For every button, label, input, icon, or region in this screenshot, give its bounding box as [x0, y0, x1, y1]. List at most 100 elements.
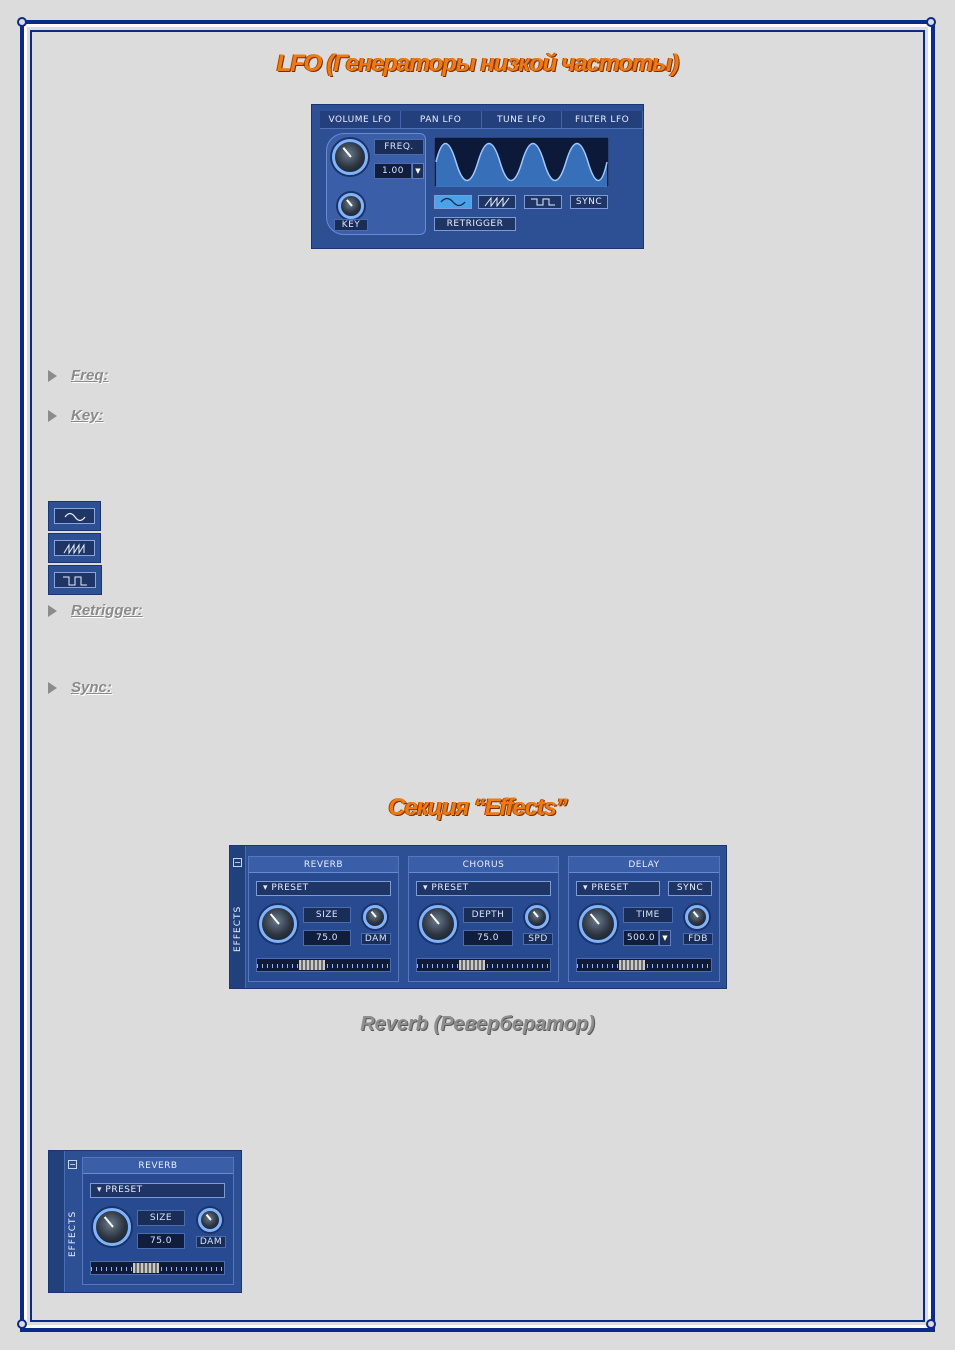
- lfo-sync-button[interactable]: SYNC: [570, 195, 608, 209]
- bullet-arrow-icon: [48, 681, 57, 694]
- delay-main-knob[interactable]: [579, 905, 617, 943]
- tab-pan-lfo[interactable]: PAN LFO: [401, 111, 482, 128]
- reverb-slider[interactable]: [256, 958, 391, 972]
- slider-thumb[interactable]: [619, 960, 645, 970]
- chorus-module: CHORUS ▾ PRESET DEPTH 75.0 SPD: [408, 856, 559, 982]
- bullet-freq: Freq:: [48, 367, 109, 384]
- sawtooth-wave-icon: [484, 196, 510, 208]
- lfo-panel: VOLUME LFO PAN LFO TUNE LFO FILTER LFO F…: [311, 104, 644, 249]
- dropdown-arrow-icon: ▾: [423, 883, 432, 893]
- square-wave-button[interactable]: [524, 195, 562, 209]
- freq-knob[interactable]: [332, 139, 368, 175]
- square-wave-icon: [531, 198, 555, 206]
- chorus-spd-knob[interactable]: [525, 905, 549, 929]
- page-frame-outer: [20, 20, 935, 1332]
- delay-time-dropdown-arrow-icon[interactable]: ▼: [659, 930, 671, 946]
- slider-thumb[interactable]: [299, 960, 325, 970]
- key-label: KEY: [334, 219, 368, 231]
- reverb-standalone-slider[interactable]: [90, 1261, 225, 1275]
- reverb-standalone-value-display[interactable]: 75.0: [137, 1233, 185, 1249]
- chorus-title: CHORUS: [409, 857, 558, 873]
- delay-param-label: TIME: [623, 907, 673, 923]
- delay-preset-label: PRESET: [591, 883, 629, 893]
- reverb-value-display[interactable]: 75.0: [303, 930, 351, 946]
- reverb-module-standalone: REVERB ▾ PRESET SIZE 75.0 DAM: [82, 1157, 234, 1285]
- delay-value-display[interactable]: 500.0: [623, 930, 659, 946]
- dropdown-arrow-icon: ▾: [263, 883, 272, 893]
- chorus-value-display[interactable]: 75.0: [463, 930, 513, 946]
- page-frame-gap: [24, 24, 931, 1328]
- frame-corner-ornament: [926, 17, 936, 27]
- delay-module: DELAY ▾ PRESET SYNC TIME 500.0 ▼ FDB: [568, 856, 720, 982]
- bullet-arrow-icon: [48, 369, 57, 382]
- delay-sync-button[interactable]: SYNC: [668, 881, 712, 896]
- dropdown-arrow-icon: ▾: [583, 883, 592, 893]
- bullet-sync-label: Sync:: [71, 679, 112, 696]
- chorus-preset-dropdown[interactable]: ▾ PRESET: [416, 881, 551, 896]
- frame-corner-ornament: [926, 1319, 936, 1329]
- reverb-standalone-title: REVERB: [83, 1158, 233, 1174]
- delay-fdb-knob[interactable]: [685, 905, 709, 929]
- retrigger-button[interactable]: RETRIGGER: [434, 217, 516, 231]
- collapse-icon[interactable]: −: [233, 858, 242, 867]
- sine-wave-sample-button: [48, 501, 101, 531]
- delay-preset-dropdown[interactable]: ▾ PRESET: [576, 881, 660, 896]
- reverb-standalone-knob-label: DAM: [196, 1236, 226, 1248]
- bullet-arrow-icon: [48, 409, 57, 422]
- reverb-standalone-param-label: SIZE: [137, 1210, 185, 1226]
- reverb-heading: Reverb (Ревербератор): [360, 1013, 595, 1035]
- bullet-key-label: Key:: [71, 407, 104, 424]
- bullet-freq-label: Freq:: [71, 367, 109, 384]
- sine-wave-icon: [64, 512, 86, 522]
- reverb-standalone-preset-dropdown[interactable]: ▾ PRESET: [90, 1183, 225, 1198]
- tab-tune-lfo[interactable]: TUNE LFO: [482, 111, 563, 128]
- effects-panel: − EFFECTS REVERB ▾ PRESET SIZE 75.0 DAM …: [229, 845, 727, 989]
- chorus-preset-label: PRESET: [431, 883, 469, 893]
- reverb-knob-label: DAM: [361, 933, 391, 945]
- sawtooth-wave-sample-button: [48, 533, 101, 563]
- effects-heading: Секция “Effects”: [388, 794, 567, 821]
- freq-label: FREQ.: [374, 139, 424, 155]
- freq-value-display[interactable]: 1.00: [374, 163, 412, 179]
- lfo-tabs: VOLUME LFO PAN LFO TUNE LFO FILTER LFO: [320, 111, 643, 129]
- reverb-panel-standalone: − EFFECTS REVERB ▾ PRESET SIZE 75.0 DAM: [48, 1150, 242, 1293]
- bullet-key: Key:: [48, 407, 104, 424]
- square-wave-icon: [63, 576, 87, 586]
- frame-corner-ornament: [17, 1319, 27, 1329]
- chorus-knob-label: SPD: [523, 933, 553, 945]
- tab-filter-lfo[interactable]: FILTER LFO: [562, 111, 643, 128]
- slider-thumb[interactable]: [459, 960, 485, 970]
- dropdown-arrow-icon: ▾: [97, 1185, 106, 1195]
- slider-thumb[interactable]: [133, 1263, 159, 1273]
- freq-dropdown-arrow-icon[interactable]: ▼: [412, 163, 424, 179]
- sawtooth-wave-button[interactable]: [478, 195, 516, 209]
- reverb-preset-dropdown[interactable]: ▾ PRESET: [256, 881, 391, 896]
- square-wave-sample-button: [48, 565, 102, 595]
- bullet-retrigger: Retrigger:: [48, 602, 143, 619]
- sine-wave-icon: [440, 197, 466, 207]
- bullet-sync: Sync:: [48, 679, 112, 696]
- chorus-slider[interactable]: [416, 958, 551, 972]
- reverb-side-label: EFFECTS: [68, 1210, 78, 1257]
- chorus-main-knob[interactable]: [419, 905, 457, 943]
- key-knob[interactable]: [338, 193, 364, 219]
- sawtooth-wave-icon: [63, 543, 85, 555]
- delay-knob-label: FDB: [683, 933, 713, 945]
- delay-slider[interactable]: [576, 958, 712, 972]
- reverb-standalone-dam-knob[interactable]: [198, 1208, 222, 1232]
- bullet-retrigger-label: Retrigger:: [71, 602, 143, 619]
- reverb-dam-knob[interactable]: [363, 905, 387, 929]
- reverb-param-label: SIZE: [303, 907, 351, 923]
- effects-side-strip: [230, 846, 246, 988]
- chorus-param-label: DEPTH: [463, 907, 513, 923]
- collapse-icon[interactable]: −: [68, 1160, 77, 1169]
- reverb-standalone-preset-label: PRESET: [105, 1185, 143, 1195]
- reverb-main-knob[interactable]: [259, 905, 297, 943]
- lfo-heading: LFO (Генераторы низкой частоты): [276, 50, 680, 77]
- lfo-waveform-display: [434, 137, 609, 187]
- sine-wave-button[interactable]: [434, 195, 472, 209]
- tab-volume-lfo[interactable]: VOLUME LFO: [320, 111, 401, 128]
- reverb-standalone-main-knob[interactable]: [93, 1208, 131, 1246]
- reverb-preset-label: PRESET: [271, 883, 309, 893]
- delay-title: DELAY: [569, 857, 719, 873]
